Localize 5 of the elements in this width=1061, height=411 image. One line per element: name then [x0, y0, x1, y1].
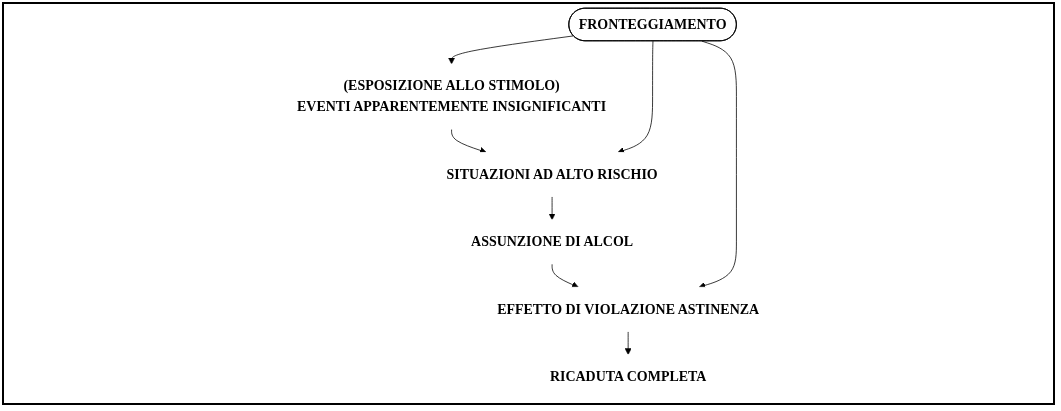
node-text: SITUAZIONI AD ALTO RISCHIO — [446, 166, 659, 182]
node-text: RICADUTA COMPLETA — [550, 368, 707, 385]
node-text: ASSUNZIONE DI ALCOL — [471, 233, 634, 250]
node-text: (ESPOSIZIONE ALLO STIMOLO) EVENTI APPARENTEMENTE INSIGNIFICANTI — [297, 77, 607, 115]
node-text: EFFETTO DI VIOLAZIONE ASTINENZA — [497, 301, 760, 317]
